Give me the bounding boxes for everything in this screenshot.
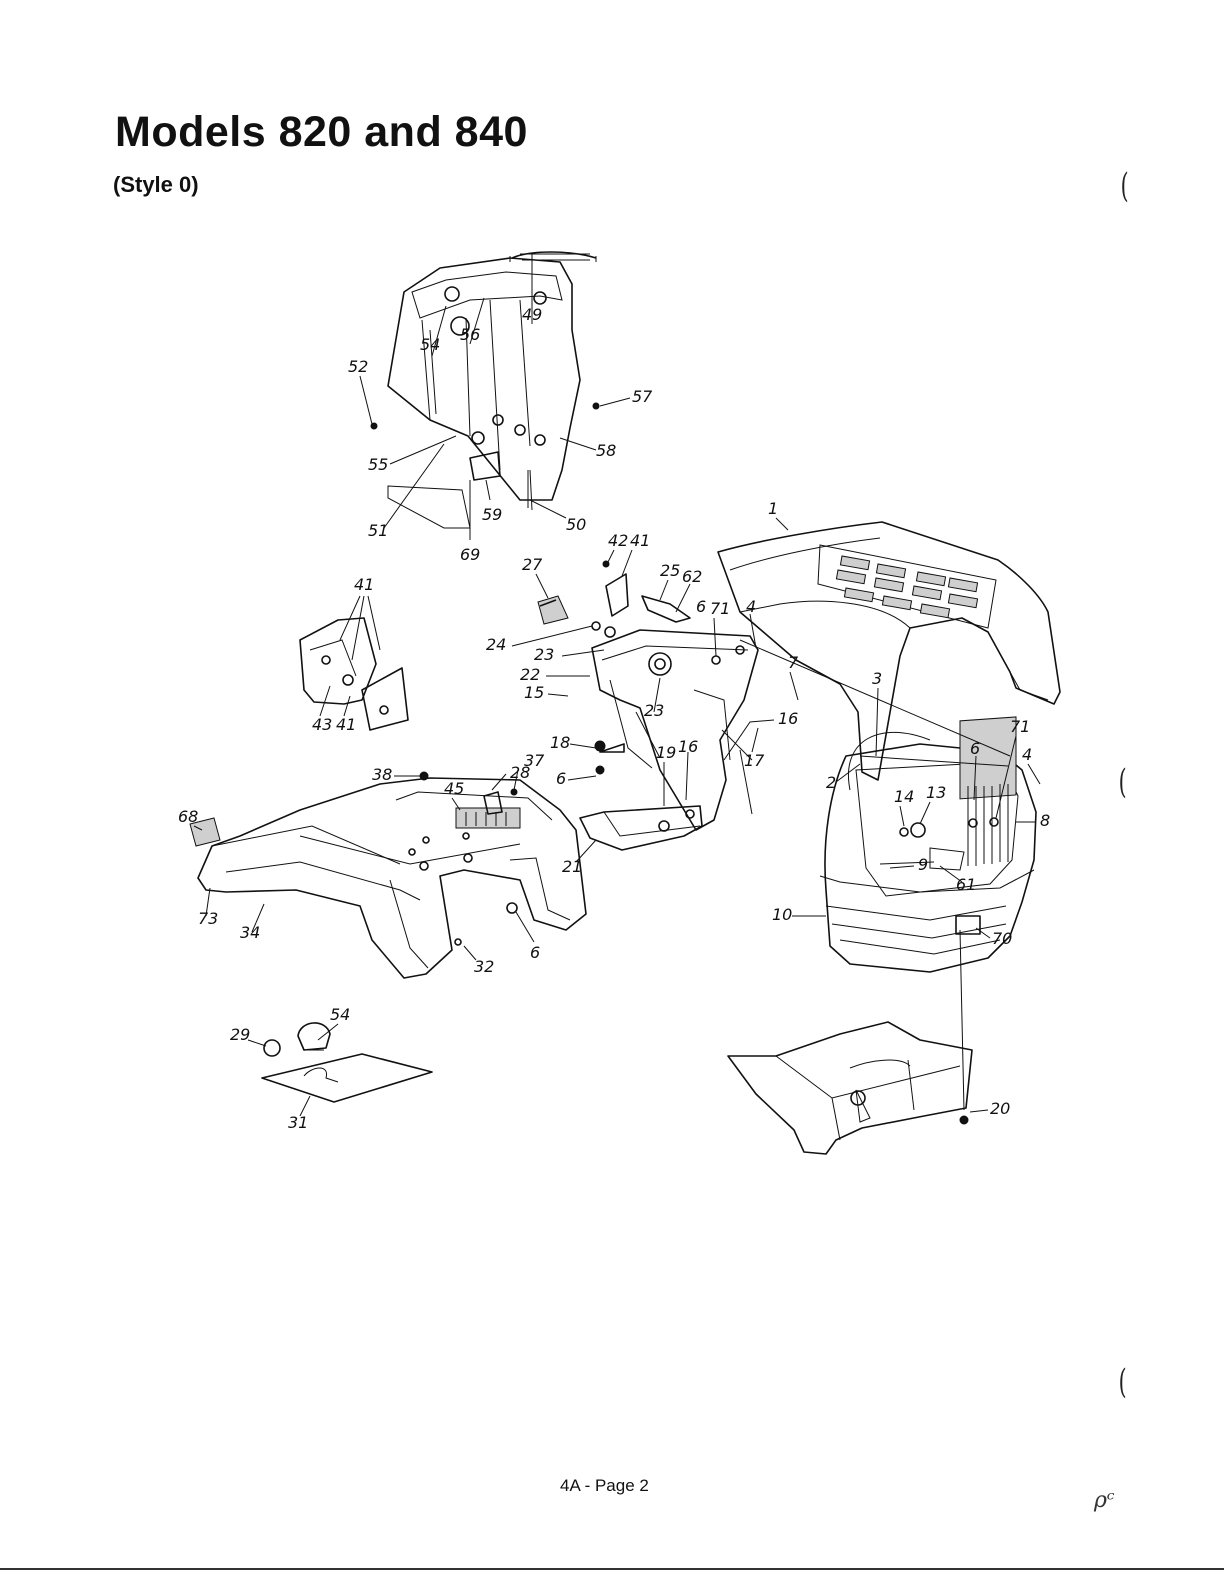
callout-label: 43 (312, 715, 332, 734)
callout-label: 3 (872, 669, 882, 688)
callout-label: 21 (562, 857, 582, 876)
callout-label: 52 (348, 357, 368, 376)
page-number: 4A - Page 2 (560, 1476, 649, 1495)
callout-label: 10 (772, 905, 792, 924)
hood-part (717, 521, 1061, 781)
callout-label: 4 (1022, 745, 1032, 764)
callout-label: 45 (444, 779, 464, 798)
margin-mark: ( (1118, 1362, 1127, 1402)
callout-label: 41 (336, 715, 356, 734)
hood-rod (739, 639, 1011, 757)
page-title: Models 820 and 840 (115, 108, 528, 156)
grille-housing-part (819, 716, 1037, 1111)
callout-label: 6 (556, 769, 566, 788)
callout-label: 68 (178, 807, 198, 826)
callout-label: 17 (744, 751, 765, 770)
callout-label: 41 (630, 531, 650, 550)
side-bracket-part (299, 617, 409, 731)
callout-label: 38 (372, 765, 392, 784)
callout-label: 69 (460, 545, 480, 564)
callout-label: 28 (510, 763, 530, 782)
callout-label: 20 (990, 1099, 1010, 1118)
callout-label: 27 (522, 555, 543, 574)
callout-label: 6 (970, 739, 980, 758)
callout-label: 50 (566, 515, 586, 534)
callout-label: 6 (530, 943, 540, 962)
leader-lines (193, 254, 1041, 1117)
callout-label: 51 (368, 521, 388, 540)
callout-label: 61 (956, 875, 976, 894)
callout-label: 29 (230, 1025, 250, 1044)
callout-label: 54 (420, 335, 440, 354)
callout-label: 34 (240, 923, 260, 942)
dash-panel-part (591, 629, 759, 831)
callout-label: 1 (768, 499, 778, 518)
callout-labels: 1 2 3 4 4 6 6 6 6 7 8 9 10 13 14 15 16 1… (178, 305, 1050, 1132)
callout-label: 16 (778, 709, 798, 728)
callout-label: 58 (596, 441, 616, 460)
page-subtitle: (Style 0) (113, 172, 199, 197)
callout-label: 13 (926, 783, 946, 802)
fender-part (189, 771, 587, 979)
fuel-cap-plate-part (261, 1022, 433, 1103)
callout-label: 59 (482, 505, 502, 524)
callout-label: 54 (330, 1005, 350, 1024)
support-bracket-part (579, 805, 703, 851)
callout-label: 23 (534, 645, 554, 664)
callout-label: 32 (474, 957, 494, 976)
small-parts (537, 560, 691, 638)
callout-label: 73 (198, 909, 218, 928)
callout-label: 37 (524, 751, 545, 770)
callout-label: 42 (608, 531, 628, 550)
callout-label: 56 (460, 325, 480, 344)
callout-label: 25 (660, 561, 680, 580)
callout-label: 18 (550, 733, 570, 752)
hood-rod (859, 755, 1009, 767)
frame-part (727, 1021, 973, 1155)
callout-label: 22 (520, 665, 540, 684)
callout-label: 7 (788, 653, 799, 672)
control-console-part (370, 251, 600, 529)
handwritten-mark: ρᶜ (1094, 1488, 1115, 1513)
callout-label: 6 (696, 597, 706, 616)
callout-label: 19 (656, 743, 676, 762)
margin-mark: ( (1120, 166, 1129, 206)
callout-label: 55 (368, 455, 388, 474)
callout-label: 41 (354, 575, 374, 594)
callout-label: 71 (710, 599, 730, 618)
bottom-rule (0, 1568, 1224, 1570)
callout-label: 16 (678, 737, 698, 756)
callout-label: 8 (1040, 811, 1050, 830)
callout-label: 15 (524, 683, 544, 702)
callout-label: 57 (632, 387, 653, 406)
callout-label: 62 (682, 567, 702, 586)
callout-label: 4 (746, 597, 756, 616)
callout-label: 71 (1010, 717, 1030, 736)
callout-label: 24 (486, 635, 506, 654)
callout-label: 70 (992, 929, 1012, 948)
callout-label: 31 (288, 1113, 308, 1132)
margin-mark: ( (1118, 762, 1127, 802)
callout-label: 2 (826, 773, 836, 792)
callout-label: 14 (894, 787, 914, 806)
callout-label: 9 (918, 855, 928, 874)
